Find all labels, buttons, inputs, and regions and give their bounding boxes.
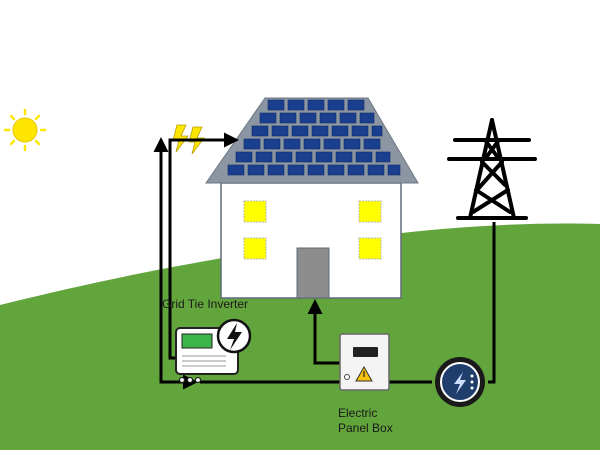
sun-icon [3,108,47,152]
transmission-tower-icon [447,118,537,220]
panel-box-label-line1: Electric [338,406,378,420]
panel-box-label: Electric Panel Box [338,406,393,436]
panel-box-label-line2: Panel Box [338,421,393,435]
electric-meter-icon [435,357,485,407]
house-door [296,247,330,299]
house [205,97,419,299]
house-window [243,200,382,260]
inverter-label: Grid Tie Inverter [162,297,249,311]
panel-box-icon [339,333,390,391]
inverter-icon [175,318,252,384]
warning-icon [355,365,373,382]
solar-panels [227,99,401,176]
